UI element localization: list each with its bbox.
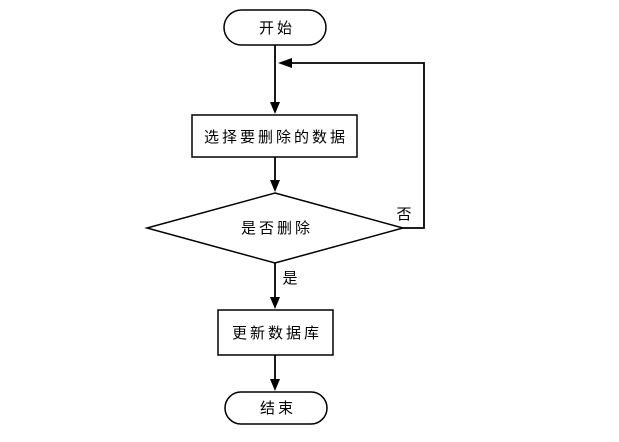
edge-no-loop-back <box>292 62 425 229</box>
edge-labels: 否 是 <box>282 206 411 287</box>
arrowhead-into-select <box>270 102 280 114</box>
node-shapes <box>144 9 406 425</box>
decision-node-label: 是否删除 <box>241 220 313 237</box>
edge-label-yes: 是 <box>282 270 297 287</box>
end-node-shape <box>224 391 328 425</box>
arrowhead-into-end <box>270 379 280 391</box>
end-node-label: 结束 <box>260 400 296 417</box>
node-labels: 开始 选择要删除的数据 是否删除 更新数据库 结束 <box>204 20 348 417</box>
decision-node-shape <box>144 192 406 264</box>
select-data-node-label: 选择要删除的数据 <box>204 129 348 146</box>
arrowheads <box>270 58 292 391</box>
start-node-label: 开始 <box>259 20 295 37</box>
arrowhead-into-update <box>270 297 280 309</box>
arrowhead-into-decision <box>270 180 280 192</box>
edge-label-no: 否 <box>396 206 411 223</box>
update-db-node-shape <box>217 309 334 356</box>
update-db-node-label: 更新数据库 <box>232 325 322 342</box>
arrowhead-loop-into-line <box>278 58 292 68</box>
start-node-shape <box>223 9 327 46</box>
select-data-node-shape <box>191 114 358 158</box>
edge-lines <box>274 45 425 380</box>
